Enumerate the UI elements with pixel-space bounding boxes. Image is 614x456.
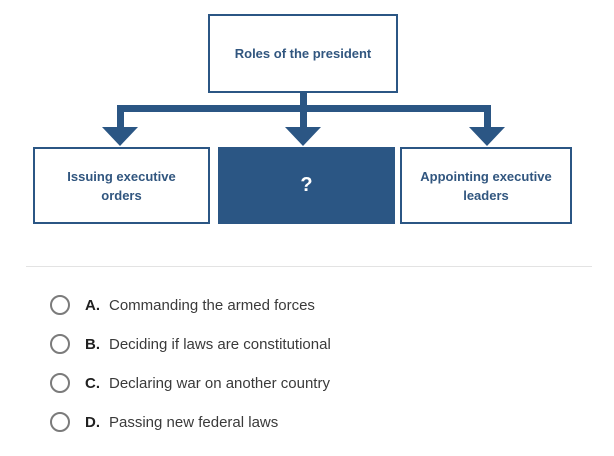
answer-options: A. Commanding the armed forces B. Decidi… (50, 294, 590, 450)
option-letter: B. (85, 335, 100, 353)
option-text: Declaring war on another country (109, 374, 330, 392)
radio-option-c[interactable] (50, 373, 70, 393)
connector-left-stem (117, 112, 124, 128)
connector-horizontal-bar (117, 105, 491, 112)
option-text: Commanding the armed forces (109, 296, 315, 314)
arrow-down-icon (469, 127, 505, 146)
root-box-roles-of-president: Roles of the president (208, 14, 398, 93)
child-box-unknown-question-mark: ? (218, 147, 395, 224)
option-letter: D. (85, 413, 100, 431)
child-box-appointing-executive-leaders: Appointing executive leaders (400, 147, 572, 224)
radio-option-a[interactable] (50, 295, 70, 315)
option-text: Passing new federal laws (109, 413, 279, 431)
option-letter: A. (85, 296, 100, 314)
section-divider (26, 266, 592, 267)
option-row-a[interactable]: A. Commanding the armed forces (50, 294, 590, 316)
connector-root-stem (300, 93, 307, 112)
radio-option-d[interactable] (50, 412, 70, 432)
connector-right-stem (484, 112, 491, 128)
president-roles-diagram: Roles of the president Issuing executive… (33, 14, 572, 224)
radio-option-b[interactable] (50, 334, 70, 354)
arrow-down-icon (285, 127, 321, 146)
child-box-issuing-executive-orders: Issuing executive orders (33, 147, 210, 224)
option-letter: C. (85, 374, 100, 392)
option-text: Deciding if laws are constitutional (109, 335, 331, 353)
option-row-c[interactable]: C. Declaring war on another country (50, 372, 590, 394)
option-row-b[interactable]: B. Deciding if laws are constitutional (50, 333, 590, 355)
connector-middle-stem (300, 112, 307, 128)
arrow-down-icon (102, 127, 138, 146)
option-row-d[interactable]: D. Passing new federal laws (50, 411, 590, 433)
